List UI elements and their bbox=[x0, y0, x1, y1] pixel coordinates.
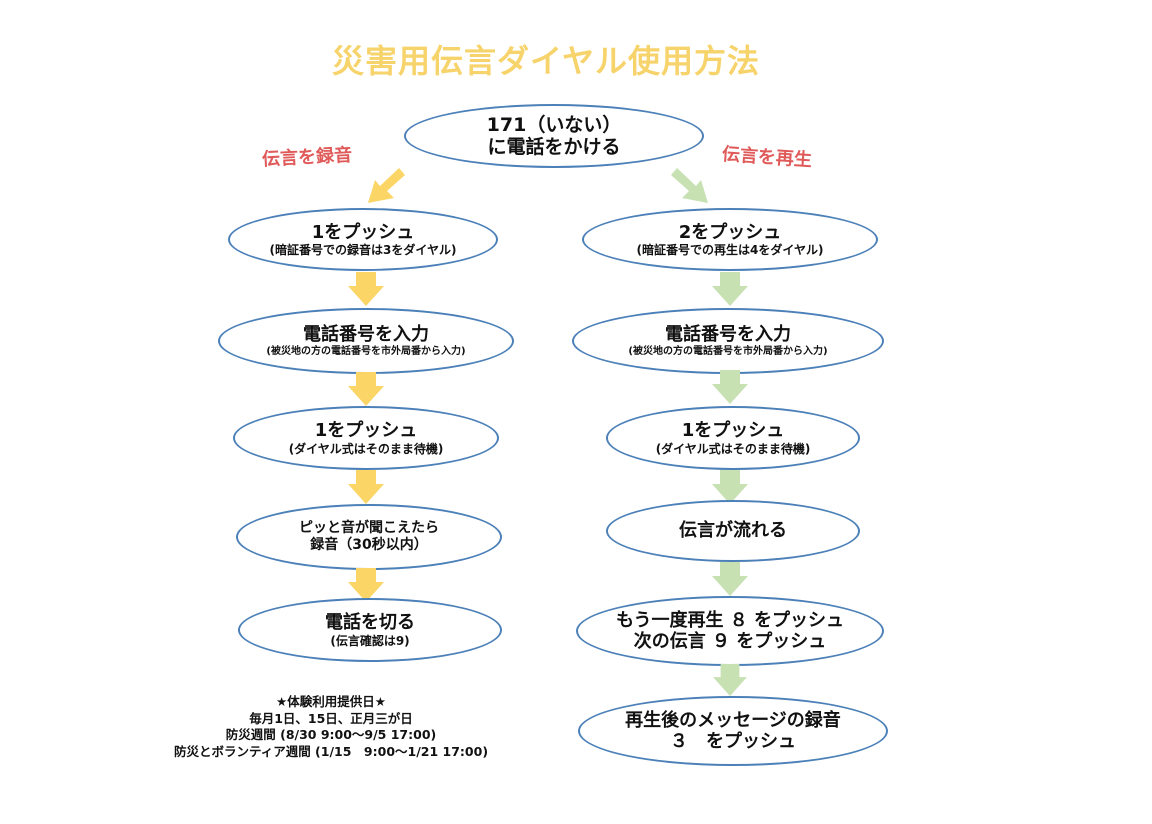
record-step-3-note: (ダイヤル式はそのまま待機) bbox=[288, 441, 444, 456]
playback-branch-arrow bbox=[671, 168, 708, 203]
record-step-1: 1をプッシュ (暗証番号での録音は3をダイヤル) bbox=[228, 208, 498, 271]
playback-step-6: 再生後のメッセージの録音 ３ をプッシュ bbox=[578, 696, 888, 766]
record-step-5-title: 電話を切る bbox=[325, 612, 415, 634]
record-step-4-title: ピッと音が聞こえたら bbox=[299, 520, 439, 537]
record-step-4: ピッと音が聞こえたら 録音（30秒以内） bbox=[236, 504, 502, 570]
playback-step-2-title: 電話番号を入力 bbox=[665, 324, 791, 346]
record-label: 伝言を録音 bbox=[261, 144, 353, 171]
playback-down-arrow-5 bbox=[713, 664, 747, 696]
record-down-arrow-2 bbox=[348, 372, 384, 406]
trial-dates-heading: ★体験利用提供日★ bbox=[276, 694, 386, 709]
playback-step-5-line1: もう一度再生 ８ をプッシュ bbox=[616, 609, 844, 631]
playback-step-1-title: 2をプッシュ bbox=[678, 221, 782, 243]
playback-down-arrow-2 bbox=[712, 370, 748, 404]
playback-step-1: 2をプッシュ (暗証番号での再生は4をダイヤル) bbox=[582, 208, 878, 271]
record-step-1-title: 1をプッシュ bbox=[311, 221, 415, 243]
dial-171-line2: に電話をかける bbox=[487, 136, 621, 158]
playback-step-4-title: 伝言が流れる bbox=[679, 520, 787, 542]
trial-dates-line-2: 防災週間 (8/30 9:00～9/5 17:00) bbox=[225, 727, 437, 743]
record-step-3: 1をプッシュ (ダイヤル式はそのまま待機) bbox=[233, 406, 499, 470]
playback-down-arrow-1 bbox=[712, 272, 748, 306]
playback-step-4: 伝言が流れる bbox=[606, 500, 860, 562]
record-down-arrow-1 bbox=[348, 272, 384, 306]
dial-171-node: 171（いない） に電話をかける bbox=[404, 104, 704, 168]
record-step-4-note: 録音（30秒以内） bbox=[310, 537, 428, 553]
playback-down-arrow-4 bbox=[712, 562, 748, 596]
playback-step-5-line2: 次の伝言 ９ をプッシュ bbox=[633, 631, 827, 652]
trial-dates-line-1: 毎月1日、15日、正月三が日 bbox=[249, 710, 413, 726]
record-step-5: 電話を切る (伝言確認は9) bbox=[238, 598, 502, 662]
playback-step-2-note: (被災地の方の電話番号を市外局番から入力) bbox=[628, 345, 828, 357]
playback-step-1-note: (暗証番号での再生は4をダイヤル) bbox=[636, 243, 824, 258]
playback-step-3: 1をプッシュ (ダイヤル式はそのまま待機) bbox=[606, 406, 860, 470]
record-step-2-title: 電話番号を入力 bbox=[303, 324, 429, 346]
playback-step-5: もう一度再生 ８ をプッシュ 次の伝言 ９ をプッシュ bbox=[576, 596, 884, 666]
playback-down-arrow-3 bbox=[712, 470, 748, 504]
playback-step-2: 電話番号を入力 (被災地の方の電話番号を市外局番から入力) bbox=[572, 308, 884, 374]
record-down-arrow-3 bbox=[348, 470, 384, 504]
playback-step-6-line2: ３ をプッシュ bbox=[670, 731, 796, 752]
playback-label: 伝言を再生 bbox=[721, 143, 813, 172]
page-title: 災害用伝言ダイヤル使用方法 bbox=[332, 42, 761, 80]
trial-dates-line-3: 防災とボランティア週間 (1/15 9:00～1/21 17:00) bbox=[173, 743, 489, 759]
dial-171-line1: 171（いない） bbox=[486, 113, 622, 136]
record-step-5-note: (伝言確認は9) bbox=[330, 633, 410, 648]
playback-step-6-line1: 再生後のメッセージの録音 bbox=[625, 709, 841, 731]
record-branch-arrow bbox=[368, 168, 405, 203]
trial-dates-info: ★体験利用提供日★ 毎月1日、15日、正月三が日 防災週間 (8/30 9:00… bbox=[150, 694, 512, 761]
record-step-1-note: (暗証番号での録音は3をダイヤル) bbox=[269, 243, 457, 258]
playback-step-3-title: 1をプッシュ bbox=[681, 420, 785, 442]
playback-step-3-note: (ダイヤル式はそのまま待機) bbox=[655, 441, 811, 456]
record-step-2-note: (被災地の方の電話番号を市外局番から入力) bbox=[266, 345, 466, 357]
record-step-3-title: 1をプッシュ bbox=[314, 420, 418, 442]
record-down-arrow-4 bbox=[348, 568, 384, 602]
record-step-2: 電話番号を入力 (被災地の方の電話番号を市外局番から入力) bbox=[218, 308, 514, 374]
